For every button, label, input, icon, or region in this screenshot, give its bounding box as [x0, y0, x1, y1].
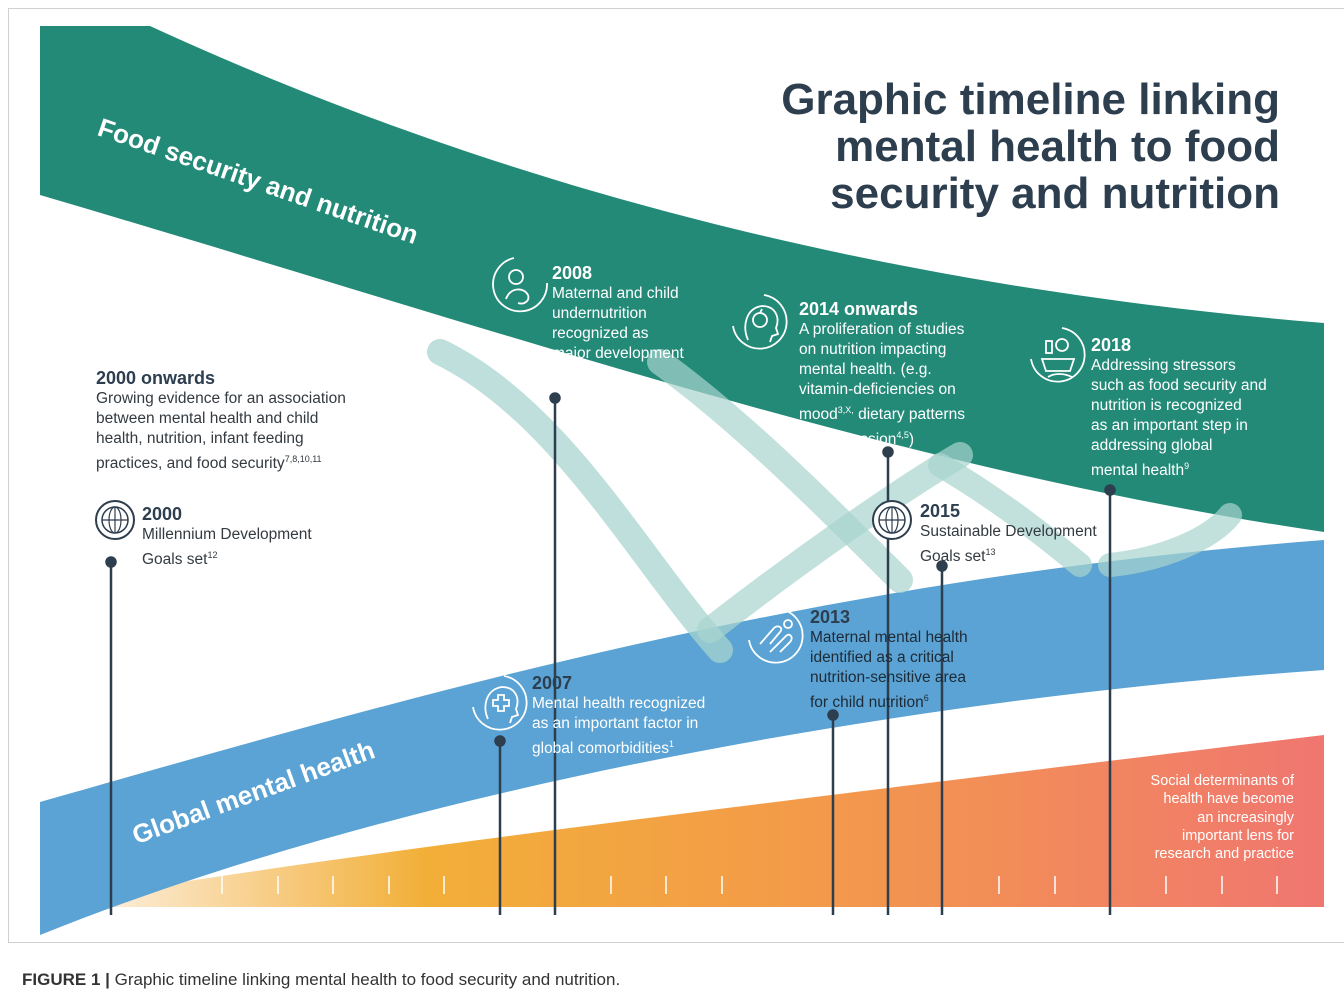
event-2000: 2000 Millennium Development Goals set12: [142, 504, 312, 569]
social-determinants-band: [40, 735, 1324, 907]
event-2015: 2015 Sustainable Development Goals set13: [920, 501, 1097, 566]
food-security-band: [40, 26, 1324, 532]
food-basket-icon: [1030, 327, 1086, 383]
page-title: Graphic timeline linking mental health t…: [781, 75, 1280, 218]
event-2014-onwards: 2014 onwards A proliferation of studies …: [799, 299, 965, 449]
un-emblem-icon: [872, 500, 912, 540]
figure-caption-label: FIGURE 1 |: [22, 970, 110, 989]
mental-health-band: [40, 540, 1324, 935]
mother-child-icon: [492, 257, 548, 313]
figure-frame: [8, 8, 1344, 943]
un-emblem-icon: [95, 500, 135, 540]
connecting-ribbons: [427, 339, 1242, 663]
event-2000-onwards: 2000 onwards Growing evidence for an ass…: [96, 368, 346, 473]
social-determinants-note: Social determinants of health have becom…: [1150, 773, 1294, 863]
timeline-ticks: [221, 876, 1278, 894]
figure-caption: FIGURE 1 | Graphic timeline linking ment…: [22, 970, 620, 990]
event-2013: 2013 Maternal mental health identified a…: [810, 607, 968, 712]
figure-caption-text: Graphic timeline linking mental health t…: [109, 970, 621, 989]
hands-care-icon: [748, 608, 804, 664]
head-medical-cross-icon: [472, 675, 528, 731]
head-apple-icon: [732, 294, 788, 350]
event-2008: 2008 Maternal and child undernutrition r…: [552, 263, 684, 388]
event-2018: 2018 Addressing stressors such as food s…: [1091, 335, 1267, 480]
event-lines: [105, 392, 1116, 915]
event-2007: 2007 Mental health recognized as an impo…: [532, 673, 706, 758]
